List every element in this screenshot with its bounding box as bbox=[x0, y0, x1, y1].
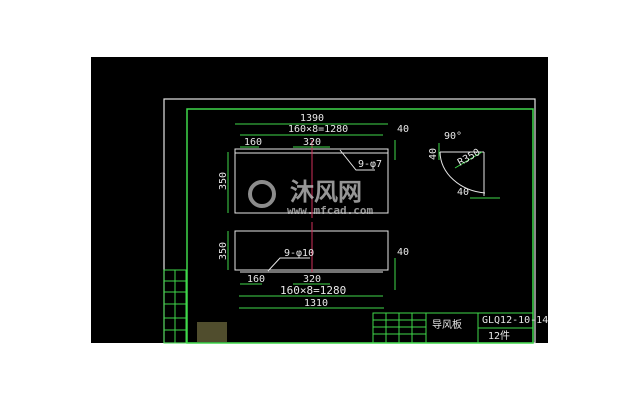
dim-center-span: 320 bbox=[303, 137, 321, 148]
dim-pitch: 160 bbox=[247, 274, 265, 285]
arc-radius: R350 bbox=[456, 147, 482, 169]
top-view: 1390 160×8=1280 160 320 350 40 9-φ7 bbox=[218, 113, 409, 218]
dim-height: 350 bbox=[218, 172, 229, 190]
arc-angle: 90° bbox=[444, 131, 462, 142]
dim-pitch-total: 160×8=1280 bbox=[288, 124, 348, 135]
dim-pitch-total: 160×8=1280 bbox=[280, 284, 346, 297]
watermark-brand: 沐风网 bbox=[290, 178, 362, 206]
watermark: 沐风网 www.mfcad.com bbox=[248, 178, 373, 217]
dim-overall: 1390 bbox=[300, 113, 324, 124]
dim-pitch: 160 bbox=[244, 137, 262, 148]
outer-border bbox=[163, 98, 536, 344]
hole-spec: 9-φ7 bbox=[358, 159, 382, 170]
dim-offset: 40 bbox=[397, 124, 409, 135]
bottom-view: 160 320 160×8=1280 1310 350 40 9-φ10 bbox=[218, 222, 409, 309]
dim-center-span: 320 bbox=[303, 274, 321, 285]
dim-overall: 1310 bbox=[304, 298, 328, 309]
dim-offset: 40 bbox=[397, 247, 409, 258]
notes-text bbox=[197, 322, 227, 342]
arc-bottom-leg: 40 bbox=[457, 187, 469, 198]
arc-view: 90° R350 40 40 bbox=[428, 131, 500, 199]
cad-canvas[interactable] bbox=[91, 57, 548, 343]
quantity: 12件 bbox=[488, 330, 510, 342]
revision-table bbox=[163, 269, 227, 344]
part-name: 导风板 bbox=[432, 318, 462, 331]
inner-frame bbox=[186, 108, 534, 344]
drawing-number: GLQ12-10-14 bbox=[482, 315, 548, 326]
watermark-url: www.mfcad.com bbox=[287, 204, 373, 217]
watermark-logo bbox=[248, 180, 276, 208]
title-block: 导风板 GLQ12-10-14 12件 bbox=[372, 312, 548, 344]
arc-top-leg: 40 bbox=[428, 148, 439, 160]
hole-spec: 9-φ10 bbox=[284, 248, 314, 259]
dim-height: 350 bbox=[218, 242, 229, 260]
